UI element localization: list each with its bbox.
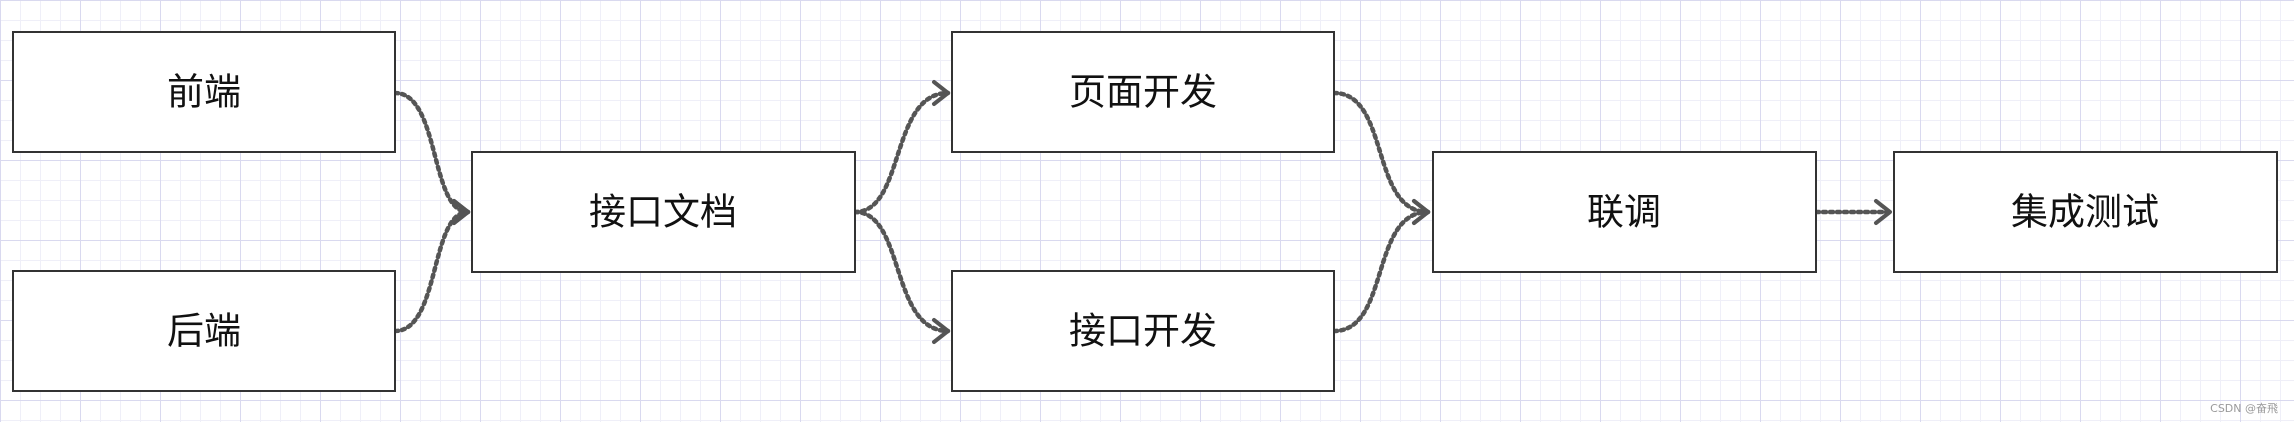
node-backend[interactable]: 后端: [12, 270, 396, 392]
node-api-doc[interactable]: 接口文档: [471, 151, 856, 273]
edge-api-dev-to-integration: [1331, 199, 1431, 334]
edge-api-doc-to-api-dev: [852, 209, 951, 344]
edge-backend-to-api-doc: [392, 199, 471, 334]
node-label: 后端: [167, 310, 241, 353]
node-label: 集成测试: [2011, 191, 2159, 234]
flowchart-edges: [392, 80, 1893, 344]
node-label: 接口文档: [589, 191, 737, 234]
node-page-dev[interactable]: 页面开发: [951, 31, 1335, 153]
watermark: CSDN @奋飛: [2210, 402, 2278, 415]
node-api-dev[interactable]: 接口开发: [951, 270, 1335, 392]
flowchart-nodes: 前端 后端 接口文档 页面开发 接口开发 联调 集成测试: [12, 31, 2278, 392]
node-frontend[interactable]: 前端: [12, 31, 396, 153]
node-label: 页面开发: [1069, 71, 1217, 114]
node-label: 联调: [1587, 191, 1661, 234]
edge-api-doc-to-page-dev: [852, 80, 951, 215]
edge-integration-to-integration-test: [1813, 199, 1893, 225]
node-label: 前端: [167, 71, 241, 114]
node-label: 接口开发: [1069, 310, 1217, 353]
edge-page-dev-to-integration: [1331, 90, 1431, 225]
node-integration-test[interactable]: 集成测试: [1893, 151, 2278, 273]
node-integration[interactable]: 联调: [1432, 151, 1817, 273]
